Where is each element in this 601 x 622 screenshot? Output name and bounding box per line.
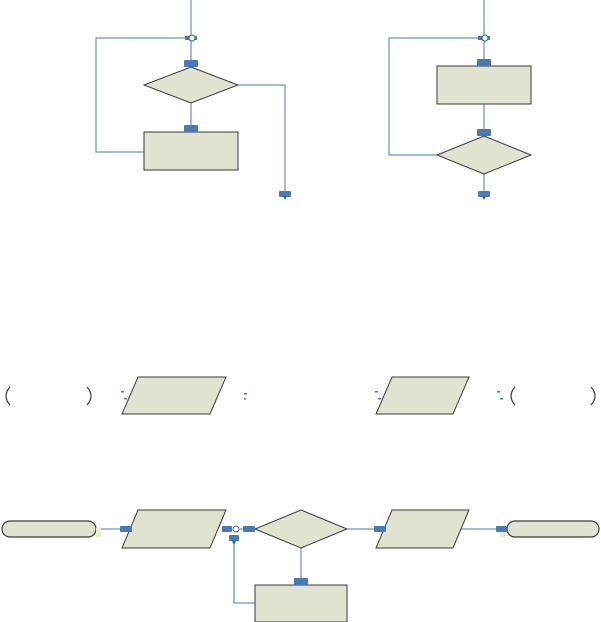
connection-point[interactable] bbox=[279, 191, 291, 197]
while-process-box[interactable] bbox=[143, 131, 239, 171]
connection-point[interactable] bbox=[500, 398, 503, 400]
connection-point[interactable] bbox=[378, 398, 381, 400]
connection-point[interactable] bbox=[120, 526, 132, 532]
connection-point[interactable] bbox=[477, 59, 491, 66]
connector-exit-while bbox=[237, 84, 286, 195]
arrow-head-icon bbox=[482, 196, 486, 200]
dowhile-decision-diamond[interactable] bbox=[435, 135, 533, 175]
flow-end-terminal[interactable] bbox=[506, 520, 600, 538]
input-io-parallelogram[interactable] bbox=[121, 376, 227, 415]
connection-point[interactable] bbox=[229, 535, 239, 541]
shape-palette-row bbox=[5, 376, 596, 415]
connection-point[interactable] bbox=[375, 391, 378, 393]
connection-point[interactable] bbox=[184, 60, 198, 67]
connection-point[interactable] bbox=[222, 526, 232, 532]
connection-point[interactable] bbox=[294, 578, 308, 585]
flow-process-box[interactable] bbox=[254, 584, 348, 622]
flow-start-terminal[interactable] bbox=[1, 520, 97, 538]
junction-marker bbox=[481, 34, 489, 42]
connection-point[interactable] bbox=[184, 125, 198, 132]
connection-point[interactable] bbox=[477, 129, 491, 136]
connection-point[interactable] bbox=[374, 526, 386, 532]
connector-loop-back bbox=[95, 37, 191, 153]
flow-decision-diamond[interactable] bbox=[253, 509, 349, 549]
while-decision-diamond[interactable] bbox=[142, 66, 240, 104]
flow-input-io[interactable] bbox=[121, 509, 227, 549]
connection-point[interactable] bbox=[244, 393, 247, 395]
connection-point[interactable] bbox=[121, 391, 124, 393]
connection-point[interactable] bbox=[496, 526, 508, 532]
connection-point[interactable] bbox=[244, 398, 246, 400]
flow-output-io[interactable] bbox=[375, 509, 470, 549]
connection-point[interactable] bbox=[243, 526, 255, 532]
end-terminal-right-cap[interactable] bbox=[590, 386, 596, 406]
dowhile-process-box[interactable] bbox=[436, 65, 532, 105]
junction-marker bbox=[232, 525, 240, 533]
shadow-block bbox=[96, 528, 101, 537]
while-loop-group bbox=[95, 0, 291, 200]
junction-marker bbox=[188, 34, 196, 42]
start-terminal-left-cap[interactable] bbox=[5, 386, 11, 406]
shadow-block bbox=[500, 528, 506, 537]
connection-point[interactable] bbox=[124, 398, 127, 400]
connection-point[interactable] bbox=[497, 391, 500, 393]
arrow-head-icon bbox=[232, 541, 236, 545]
linear-flow-group bbox=[1, 509, 600, 622]
connection-point[interactable] bbox=[478, 191, 490, 197]
end-terminal-left-cap[interactable] bbox=[510, 386, 516, 406]
output-io-parallelogram[interactable] bbox=[375, 376, 470, 415]
arrow-head-icon bbox=[283, 196, 287, 200]
dowhile-loop-group bbox=[388, 0, 533, 200]
connector-loop-back bbox=[388, 37, 484, 156]
start-terminal-right-cap[interactable] bbox=[86, 386, 92, 406]
connector-loop-back bbox=[233, 538, 255, 604]
